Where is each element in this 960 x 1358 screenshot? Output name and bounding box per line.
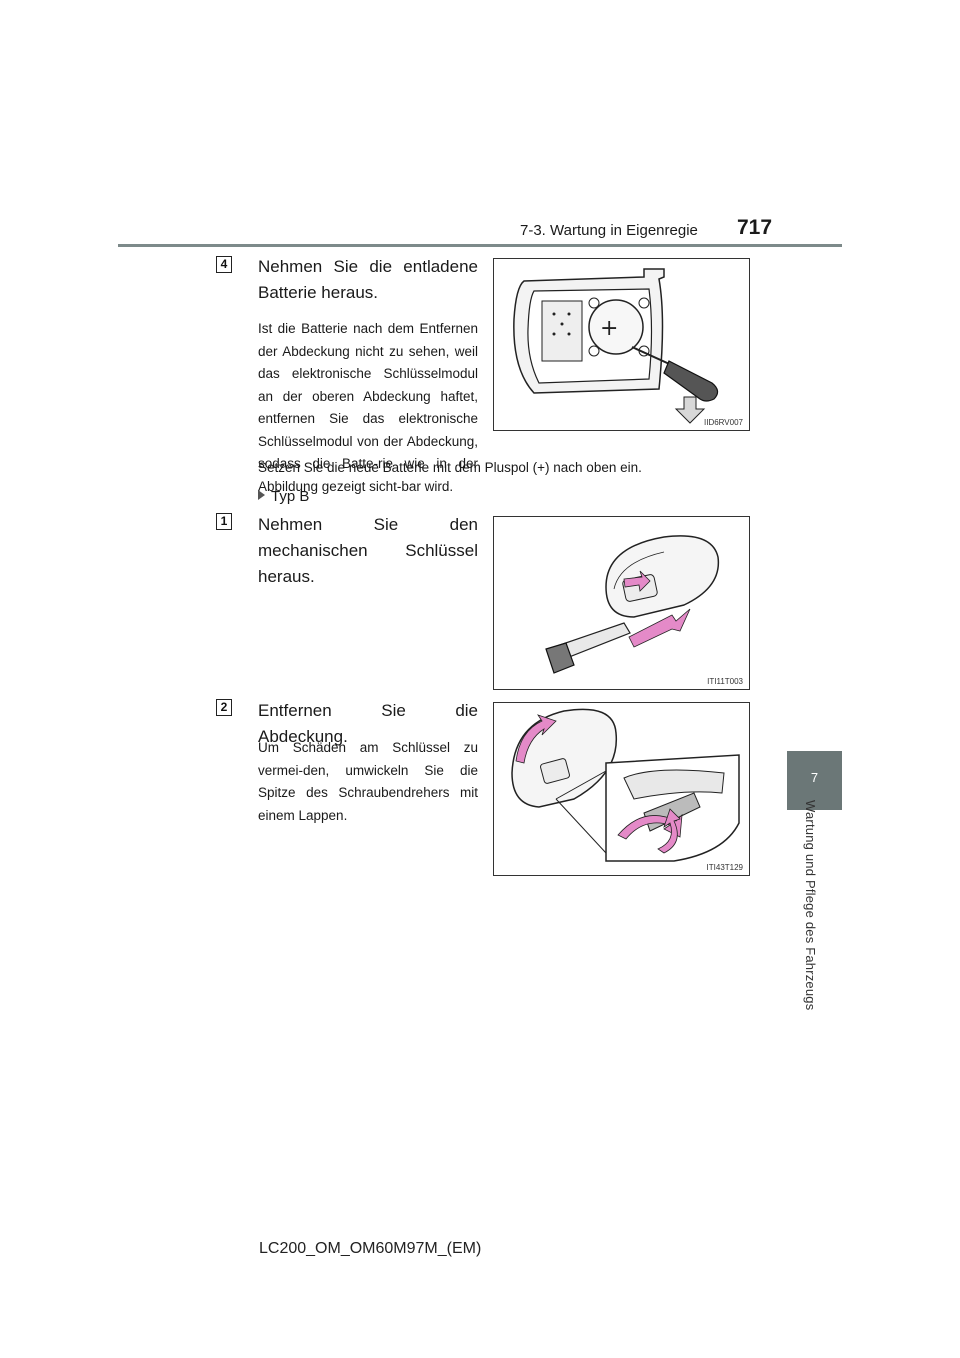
page-number: 717	[737, 216, 773, 239]
cover-removal-illustration	[511, 708, 740, 862]
mechanical-key-figure: ITI11T003	[493, 516, 750, 690]
step-number-badge: 1	[216, 513, 232, 530]
step-heading: Nehmen Sie den mechanischen Schlüssel he…	[258, 515, 478, 586]
chapter-title: Wartung und Pflege des Fahrzeugs	[803, 800, 818, 1011]
section-title: 7-3. Wartung in Eigenregie	[520, 222, 698, 239]
chapter-number: 7	[810, 770, 819, 785]
header-rule	[118, 244, 842, 247]
type-label: Typ B	[258, 488, 309, 505]
figure-code: ITI11T003	[707, 677, 743, 686]
figure-code: IID6RV007	[704, 418, 743, 427]
type-label-text: Typ B	[271, 488, 310, 505]
document-code: LC200_OM_OM60M97M_(EM)	[259, 1240, 482, 1257]
battery-note: Setzen Sie die neue Batterie mit dem Plu…	[258, 460, 642, 475]
cover-removal-figure: ITI43T129	[493, 702, 750, 876]
figure-code: ITI43T129	[706, 863, 743, 872]
step-description: Um Schäden am Schlüssel zu vermei-den, u…	[258, 740, 478, 823]
key-removal-illustration	[545, 535, 720, 674]
step-number-badge: 4	[216, 256, 232, 273]
step-description: Ist die Batterie nach dem Entfernen der …	[258, 321, 478, 494]
key-battery-illustration: +	[513, 268, 719, 424]
step-number-badge: 2	[216, 699, 232, 716]
triangle-right-icon	[258, 490, 265, 500]
step-heading: Nehmen Sie die entladene Batterie heraus…	[258, 257, 478, 302]
svg-text:+: +	[600, 316, 618, 341]
battery-removal-figure: + IID6RV007	[493, 258, 750, 431]
step-heading: Entfernen Sie die Abdeckung.	[258, 701, 478, 746]
chapter-tab	[787, 751, 842, 810]
